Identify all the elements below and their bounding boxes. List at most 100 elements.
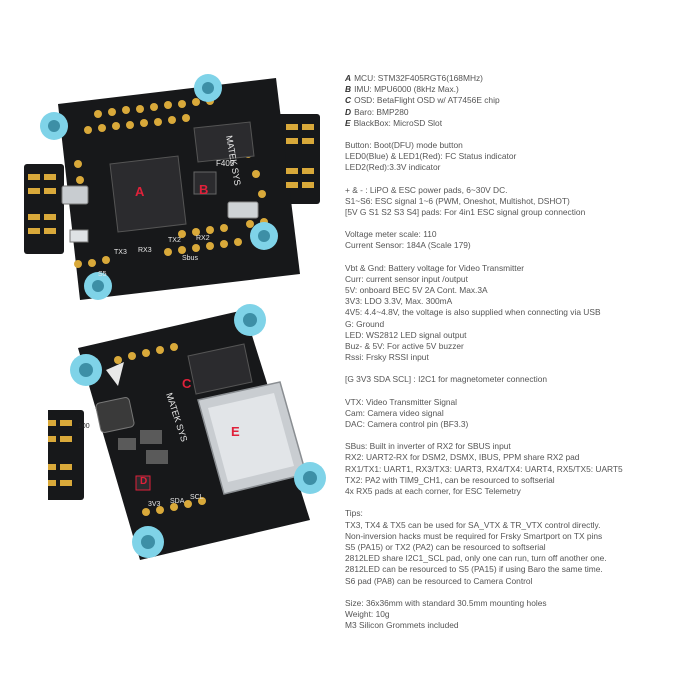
- component-letter: A: [345, 73, 352, 83]
- crystal: [227, 201, 259, 219]
- silk-sda: SDA: [170, 498, 185, 505]
- label-d: D: [140, 476, 148, 487]
- spec-group: SBus: Built in inverter of RX2 for SBUS …: [345, 441, 695, 497]
- component-letter: B: [345, 84, 352, 95]
- spec-line: 4x RX5 pads at each corner, for ESC Tele…: [345, 486, 521, 497]
- spec-line: Rssi: Frsky RSSI input: [345, 352, 429, 363]
- inductor: [95, 397, 135, 433]
- spec-line: 2812LED can be resourced to S5 (PA15) if…: [345, 564, 603, 575]
- imu-chip: [193, 171, 217, 195]
- spec-line: M3 Silicon Grommets included: [345, 620, 459, 631]
- flight-controller-bottom-image: 100 MATEK SYS 3V3 SDA SCL C E D: [48, 290, 338, 580]
- spec-line: RX2: UART2-RX for DSM2, DSMX, IBUS, PPM …: [345, 452, 580, 463]
- component-text: IMU: MPU6000 (8kHz Max.): [354, 84, 459, 95]
- spec-line: TX3, TX4 & TX5 can be used for SA_VTX & …: [345, 519, 601, 530]
- spec-group: Size: 36x36mm with standard 30.5mm mount…: [345, 598, 695, 632]
- boot-button: [69, 229, 89, 243]
- spec-line: S5 (PA15) or TX2 (PA2) can be resourced …: [345, 541, 546, 552]
- component-letter: E: [345, 117, 351, 128]
- spec-line: Cam: Camera video signal: [345, 407, 444, 418]
- component-letter: D: [345, 106, 352, 117]
- spec-line: S6 pad (PA8) can be resourced to Camera …: [345, 575, 533, 586]
- microsd-slot-inner: [208, 393, 294, 482]
- grommets-top: [40, 74, 278, 300]
- label-b: B: [199, 182, 209, 197]
- spec-group: Tips:TX3, TX4 & TX5 can be used for SA_V…: [345, 508, 695, 586]
- spec-line: Curr: current sensor input /output: [345, 273, 468, 284]
- spec-line: + & - : LiPO & ESC power pads, 6~30V DC.: [345, 184, 508, 195]
- grommets-bottom: [70, 304, 326, 558]
- spec-line: Current Sensor: 184A (Scale 179): [345, 240, 471, 251]
- spec-line: S1~S6: ESC signal 1~6 (PWM, Oneshot, Mul…: [345, 195, 570, 206]
- capacitor-1: [118, 438, 136, 450]
- spec-line: Tips:: [345, 508, 363, 519]
- flight-controller-top-image: MATEK SYS F405 TX3 RX3 TX2 RX2 Sbus S5 A…: [18, 64, 328, 314]
- spec-line: Size: 36x36mm with standard 30.5mm mount…: [345, 597, 547, 608]
- spec-line: LED: WS2812 LED signal output: [345, 329, 467, 340]
- capacitor-3: [146, 450, 168, 464]
- board-bottom-svg: 100 MATEK SYS 3V3 SDA SCL: [48, 304, 326, 560]
- spec-line: TX2: PA2 with TIM9_CH1, can be resourced…: [345, 474, 555, 485]
- component-text: MCU: STM32F405RGT6(168MHz): [354, 73, 483, 83]
- spec-group: + & - : LiPO & ESC power pads, 6~30V DC.…: [345, 185, 695, 219]
- capacitor-2: [140, 430, 162, 444]
- tab-gold-pads-bottom: [48, 420, 72, 486]
- spec-group: [G 3V3 SDA SCL] : I2C1 for magnetometer …: [345, 374, 695, 385]
- logo-mark: [106, 362, 124, 386]
- spec-line: 2812LED share I2C1_SCL pad, only one can…: [345, 553, 607, 564]
- spec-line: Weight: 10g: [345, 608, 390, 619]
- spec-line: 3V3: LDO 3.3V, Max. 300mA: [345, 296, 453, 307]
- silk-scl: SCL: [190, 494, 204, 501]
- component-text: OSD: BetaFlight OSD w/ AT7456E chip: [354, 95, 500, 106]
- spec-line: Button: Boot(DFU) mode button: [345, 140, 463, 151]
- spec-line: G: Ground: [345, 318, 385, 329]
- spec-group: Vbt & Gnd: Battery voltage for Video Tra…: [345, 263, 695, 364]
- baro-chip: [135, 475, 151, 491]
- cap-value: 100: [78, 423, 90, 430]
- spec-line: SBus: Built in inverter of RX2 for SBUS …: [345, 441, 511, 452]
- osd-chip-bottom: [187, 343, 253, 395]
- spec-line: DAC: Camera control pin (BF3.3): [345, 419, 469, 430]
- left-pad-tab: [48, 410, 84, 500]
- board-bottom-pcb: [78, 310, 310, 560]
- spec-line: VTX: Video Transmitter Signal: [345, 396, 458, 407]
- tab-gold-pads: [28, 124, 314, 234]
- spec-line: RX1/TX1: UART1, RX3/TX3: UART3, RX4/TX4:…: [345, 463, 623, 474]
- spec-line: Voltage meter scale: 110: [345, 229, 437, 240]
- silk-sbus: Sbus: [182, 255, 198, 262]
- silk-rx3: RX3: [138, 247, 152, 254]
- label-e: E: [231, 424, 240, 439]
- spec-line: Vbt & Gnd: Battery voltage for Video Tra…: [345, 262, 525, 273]
- silk-tx2: TX2: [168, 237, 181, 244]
- board-top-svg: MATEK SYS F405 TX3 RX3 TX2 RX2 Sbus S5: [24, 74, 320, 300]
- spec-line: 5V: onboard BEC 5V 2A Cont. Max.3A: [345, 285, 488, 296]
- component-letter: C: [345, 95, 352, 106]
- silk-f405: F405: [216, 159, 235, 168]
- spec-line: [G 3V3 SDA SCL] : I2C1 for magnetometer …: [345, 374, 548, 385]
- mcu-chip: [109, 155, 187, 233]
- spec-line: LED0(Blue) & LED1(Red): FC Status indica…: [345, 151, 517, 162]
- spec-line: Buz- & 5V: For active 5V buzzer: [345, 341, 464, 352]
- spec-line: Non-inversion hacks must be required for…: [345, 530, 603, 541]
- silk-tx3: TX3: [114, 249, 127, 256]
- label-a: A: [135, 184, 145, 199]
- component-text: Baro: BMP280: [354, 106, 409, 117]
- silk-rx2: RX2: [196, 235, 210, 242]
- silk-s5: S5: [98, 271, 107, 278]
- usb-port: [61, 185, 89, 205]
- component-text: BlackBox: MicroSD Slot: [353, 117, 443, 128]
- spec-line: LED2(Red):3.3V indicator: [345, 162, 441, 173]
- round-gold-pads-bottom: [114, 343, 206, 516]
- spec-line: [5V G S1 S2 S3 S4] pads: For 4in1 ESC si…: [345, 207, 586, 218]
